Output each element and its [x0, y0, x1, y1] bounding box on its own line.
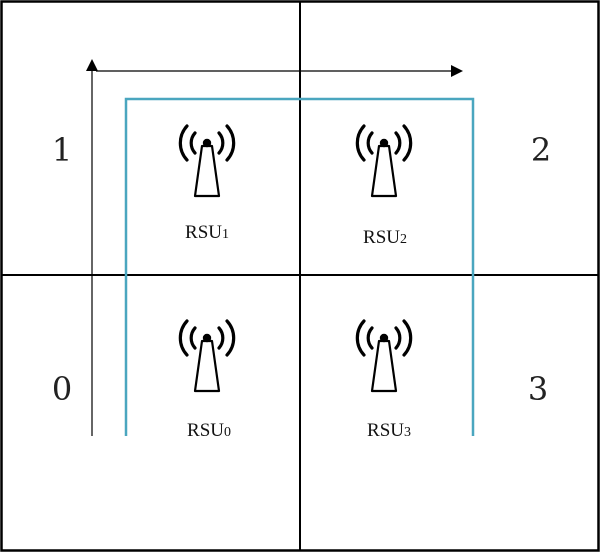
- vehicle-route-path: [124, 97, 475, 436]
- zone-label-3: 3: [528, 370, 548, 408]
- rsu-3: RSU3: [355, 319, 413, 441]
- zone-label-1: 1: [52, 131, 72, 169]
- antenna-tower-icon: [178, 319, 236, 393]
- rsu-1: RSU1: [178, 124, 236, 243]
- antenna-tower-icon: [178, 124, 236, 198]
- antenna-tower-icon: [355, 124, 413, 198]
- rsu-2: RSU2: [355, 124, 413, 248]
- zone-label-2: 2: [531, 131, 551, 169]
- antenna-tower-icon: [355, 319, 413, 393]
- rsu-label-1: RSU1: [185, 222, 229, 243]
- rsu-label-2: RSU2: [363, 227, 407, 248]
- rsu-0: RSU0: [178, 319, 236, 441]
- rsu-label-3: RSU3: [367, 420, 411, 441]
- zone-label-0: 0: [52, 370, 72, 408]
- rsu-label-0: RSU0: [187, 420, 231, 441]
